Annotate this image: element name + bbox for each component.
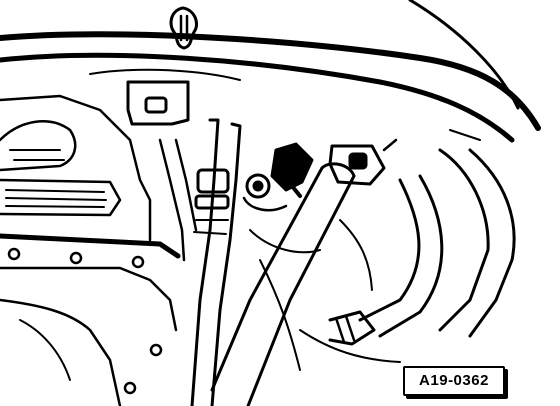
right-hoses (299, 148, 516, 363)
bracket-wire (158, 138, 198, 262)
background-contours (249, 99, 481, 371)
diagonal-hose (210, 162, 356, 406)
top-fastener (169, 6, 198, 50)
mounting-bracket (126, 80, 190, 126)
body-panel-contour (0, 0, 541, 143)
flange-bolts (7, 247, 163, 395)
hose-clip (328, 138, 398, 186)
engine-block (0, 94, 181, 406)
figure-reference-label: A19-0362 (403, 366, 505, 396)
sensor-connector (242, 142, 314, 212)
coolant-pipe-vertical (190, 118, 242, 406)
